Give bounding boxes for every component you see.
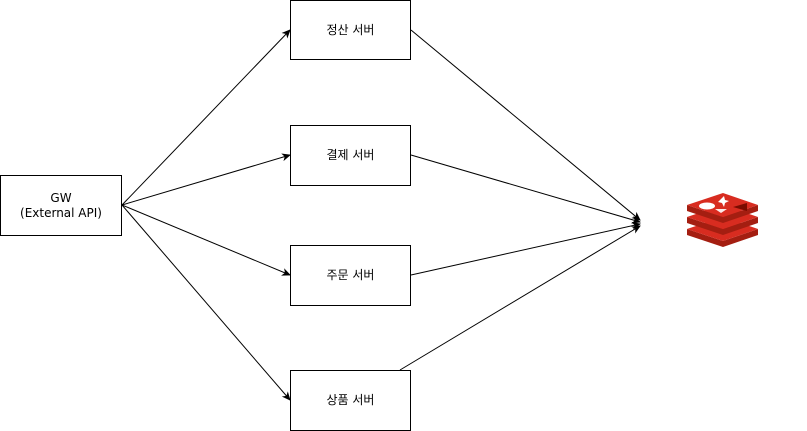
edge-order-redis — [410, 221, 641, 276]
gateway-node: GW (External API) — [0, 175, 122, 236]
settlement-server-node: 정산 서버 — [290, 0, 411, 60]
edge-gw-order — [113, 198, 291, 276]
edge-gw-payment — [113, 153, 291, 212]
product-server-label: 상품 서버 — [326, 393, 375, 407]
gateway-subtitle: (External API) — [20, 205, 102, 220]
payment-server-node: 결제 서버 — [290, 125, 411, 186]
product-server-node: 상품 서버 — [290, 370, 411, 431]
settlement-server-label: 정산 서버 — [326, 22, 375, 37]
edge-product-redis — [399, 225, 641, 371]
payment-server-label: 결제 서버 — [326, 148, 375, 162]
gateway-title: GW — [50, 190, 72, 205]
edge-gw-product — [113, 196, 291, 401]
edge-settlement-redis — [410, 29, 641, 221]
order-server-node: 주문 서버 — [290, 245, 411, 306]
redis-icon — [687, 193, 758, 247]
edge-payment-redis — [410, 154, 641, 224]
edge-gw-settlement — [113, 29, 291, 214]
order-server-label: 주문 서버 — [326, 268, 375, 282]
